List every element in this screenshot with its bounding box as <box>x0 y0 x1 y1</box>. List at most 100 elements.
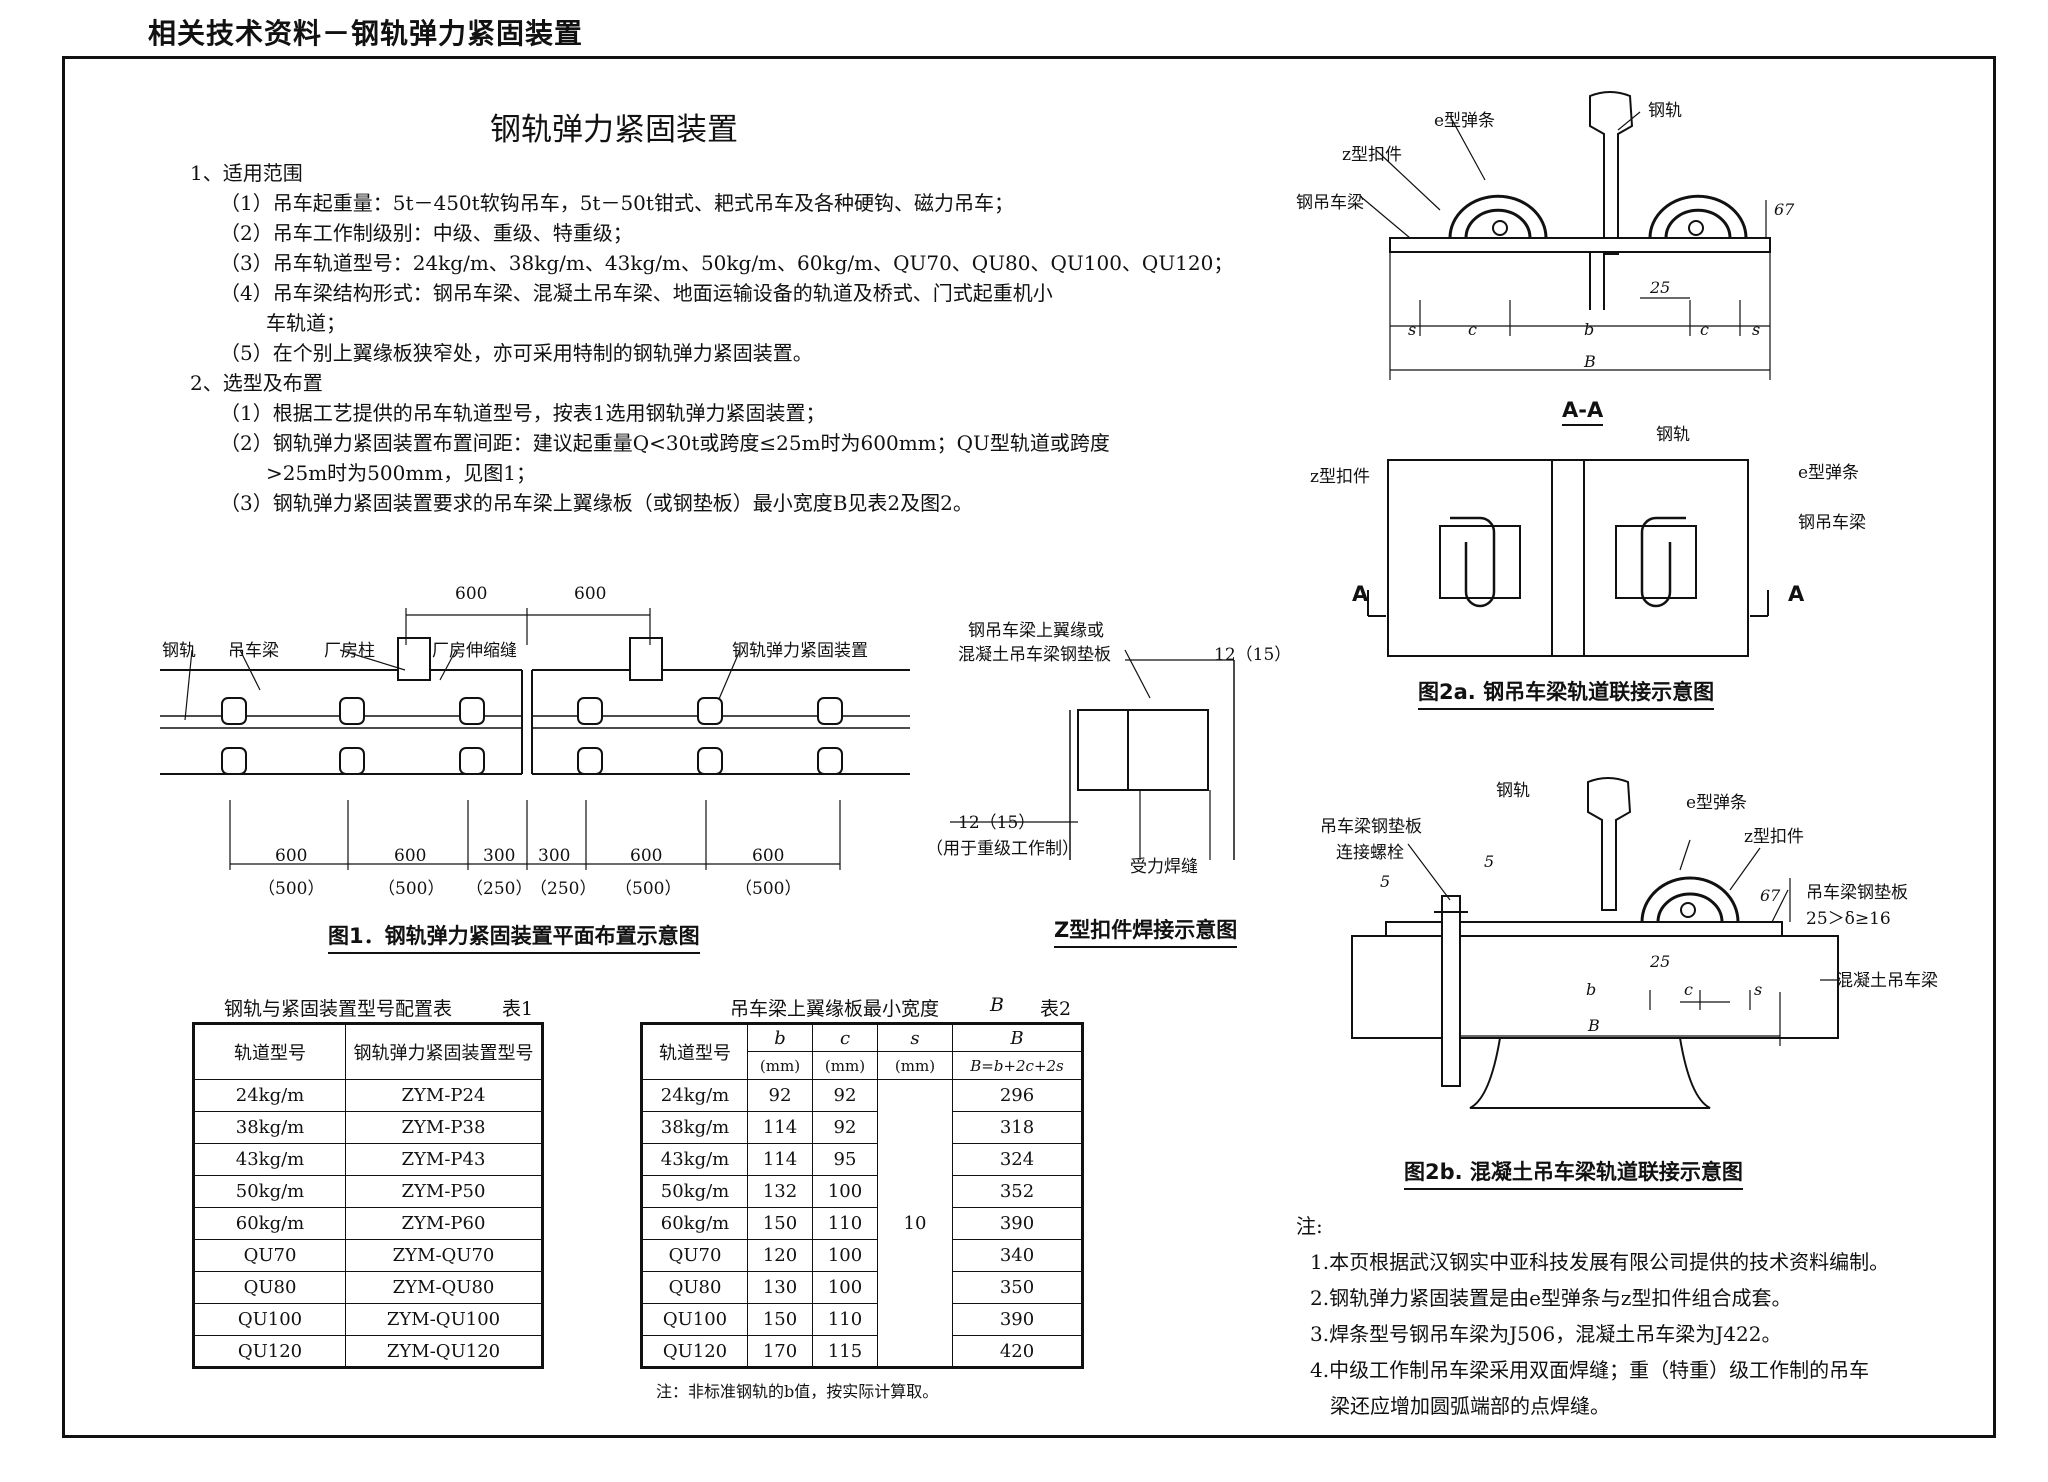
figz-weld-diagram <box>950 649 1235 860</box>
table2-cell: 115 <box>812 1335 878 1368</box>
note-item: 3.焊条型号钢吊车梁为J506，混凝土吊车梁为J422。 <box>1310 1322 1782 1346</box>
table2-caption: 吊车梁上翼缘板最小宽度 <box>730 998 940 1020</box>
fig1-bottom-dim: 300 <box>483 846 516 866</box>
table1-cell: ZYM-QU100 <box>345 1303 543 1336</box>
table1-caption: 钢轨与紧固装置型号配置表 <box>224 998 453 1020</box>
table2-cell: 100 <box>812 1239 878 1272</box>
fig2a-label-spring: e型弹条 <box>1434 111 1496 131</box>
table1-cell: 50kg/m <box>193 1175 346 1208</box>
fig2b-label-delta: 25＞δ≥16 <box>1806 909 1891 929</box>
concrete-web <box>1469 1037 1711 1109</box>
section-heading-1: 1、适用范围 <box>190 161 303 185</box>
table2-cell: 420 <box>952 1335 1083 1368</box>
fig2b-label-concrete: 混凝土吊车梁 <box>1836 971 1938 991</box>
table2-cell: 43kg/m <box>641 1143 748 1176</box>
table2-cell: 95 <box>812 1143 878 1176</box>
table1-cell: QU70 <box>193 1239 346 1272</box>
table2-cell: 340 <box>952 1239 1083 1272</box>
fastener-icon <box>339 697 365 725</box>
figz-label-weld-top: 12（15） <box>1214 645 1292 665</box>
figz-caption: Z型扣件焊接示意图 <box>1054 914 1238 948</box>
fastener-icon <box>339 747 365 775</box>
fig1-bottom-dim-alt: （500） <box>735 879 802 899</box>
fig2b-label-plate-bolt: 吊车梁钢垫板 <box>1320 817 1422 837</box>
text-line: （5）在个别上翼缘板狭窄处，亦可采用特制的钢轨弹力紧固装置。 <box>220 341 813 365</box>
fig2b-caption: 图2b. 混凝土吊车梁轨道联接示意图 <box>1404 1156 1743 1190</box>
text-line: （3）钢轨弹力紧固装置要求的吊车梁上翼缘板（或钢垫板）最小宽度B见表2及图2。 <box>220 491 973 515</box>
fig2a-label-rail: 钢轨 <box>1648 101 1682 121</box>
fig2a-plan-label-spring: e型弹条 <box>1798 463 1860 483</box>
fig2b-weld-5: 5 <box>1484 852 1495 871</box>
figz-label-plate2: 混凝土吊车梁钢垫板 <box>958 645 1111 665</box>
text-line: （2）吊车工作制级别：中级、重级、特重级； <box>220 221 633 245</box>
table2-cell: 390 <box>952 1207 1083 1240</box>
table2-cell: 92 <box>747 1079 813 1112</box>
table2-header: c <box>812 1023 878 1052</box>
note-item: 梁还应增加圆弧端部的点焊缝。 <box>1330 1394 1610 1418</box>
table2-cell: 352 <box>952 1175 1083 1208</box>
text-line: （2）钢轨弹力紧固装置布置间距：建议起重量Q<30t或跨度≤25m时为600mm… <box>220 431 1110 455</box>
table2-cell: 390 <box>952 1303 1083 1336</box>
table1-cell: 43kg/m <box>193 1143 346 1176</box>
column-shape <box>397 637 431 681</box>
fig2a-dim-b: b <box>1584 320 1595 339</box>
main-title: 钢轨弹力紧固装置 <box>490 112 738 148</box>
notes-heading: 注: <box>1296 1214 1323 1238</box>
table2-cell: 324 <box>952 1143 1083 1176</box>
table2-cell: 296 <box>952 1079 1083 1112</box>
table2-header: s <box>877 1023 953 1052</box>
table2-cell: 130 <box>747 1271 813 1304</box>
fig1-label-beam: 吊车梁 <box>228 641 279 661</box>
notes-block: 注: 1.本页根据武汉钢实中亚科技发展有限公司提供的技术资料编制。 2.钢轨弹力… <box>1296 1208 1889 1424</box>
fig1-bottom-dim-alt: （250） <box>466 879 533 899</box>
rail-profile-shape <box>1587 777 1632 911</box>
table1-cell: ZYM-P50 <box>345 1175 543 1208</box>
table2-cell: QU120 <box>641 1335 748 1368</box>
fig1-top-dim: 600 <box>455 584 488 604</box>
table2-cell: 318 <box>952 1111 1083 1144</box>
fig1-top-dim: 600 <box>574 584 607 604</box>
drawing-frame <box>62 56 1996 1438</box>
fig2a-diagram <box>1359 91 1771 657</box>
table2: 轨道型号 b c s B (mm) (mm) (mm) B=b+2c+2s 24… <box>640 1022 1084 1369</box>
table2-cell: 100 <box>812 1271 878 1304</box>
table2-cell: 92 <box>812 1079 878 1112</box>
table1-tag: 表1 <box>502 998 534 1020</box>
table1-cell: 24kg/m <box>193 1079 346 1112</box>
fig2b-dim-B: B <box>1588 1016 1600 1035</box>
table2-unit: (mm) <box>747 1051 813 1080</box>
fig2b-weld-5: 5 <box>1380 872 1391 891</box>
table1-cell: QU80 <box>193 1271 346 1304</box>
table1-cell: QU120 <box>193 1335 346 1368</box>
table2-formula: B=b+2c+2s <box>952 1051 1083 1080</box>
fig2a-section-title: A-A <box>1562 398 1604 426</box>
table2-tag: 表2 <box>1040 998 1072 1020</box>
table2-cell: 100 <box>812 1175 878 1208</box>
text-body: 1、适用范围 （1）吊车起重量：5t－450t软钩吊车，5t－50t钳式、耙式吊… <box>190 158 1233 518</box>
table1-cell: ZYM-QU120 <box>345 1335 543 1368</box>
fig2b-dim-s: s <box>1754 980 1763 999</box>
fig2b-label-plate: 吊车梁钢垫板 <box>1806 883 1908 903</box>
fastener-icon <box>817 747 843 775</box>
table2-cell: QU100 <box>641 1303 748 1336</box>
figz-label-plate: 钢吊车梁上翼缘或 <box>968 621 1104 641</box>
table2-cell: 92 <box>812 1111 878 1144</box>
note-item: 1.本页根据武汉钢实中亚科技发展有限公司提供的技术资料编制。 <box>1310 1250 1890 1274</box>
table1-cell: ZYM-QU70 <box>345 1239 543 1272</box>
fig1-caption: 图1．钢轨弹力紧固装置平面布置示意图 <box>328 920 700 954</box>
fastener-icon <box>221 697 247 725</box>
column-shape <box>629 637 663 681</box>
fig2a-dim-B: B <box>1584 352 1596 371</box>
note-item: 2.钢轨弹力紧固装置是由e型弹条与z型扣件组合成套。 <box>1310 1286 1792 1310</box>
fig2a-plan-label-clip: z型扣件 <box>1310 467 1370 487</box>
fastener-group <box>221 697 843 775</box>
table1-cell: QU100 <box>193 1303 346 1336</box>
text-line: （3）吊车轨道型号：24kg/m、38kg/m、43kg/m、50kg/m、60… <box>220 251 1234 275</box>
fastener-icon <box>697 697 723 725</box>
rail-profile-shape <box>1589 91 1634 255</box>
table2-cell: 50kg/m <box>641 1175 748 1208</box>
table2-cell: 110 <box>812 1207 878 1240</box>
fig1-bottom-dim: 600 <box>275 846 308 866</box>
fig1-bottom-dim-alt: （500） <box>258 879 325 899</box>
fastener-icon <box>459 697 485 725</box>
